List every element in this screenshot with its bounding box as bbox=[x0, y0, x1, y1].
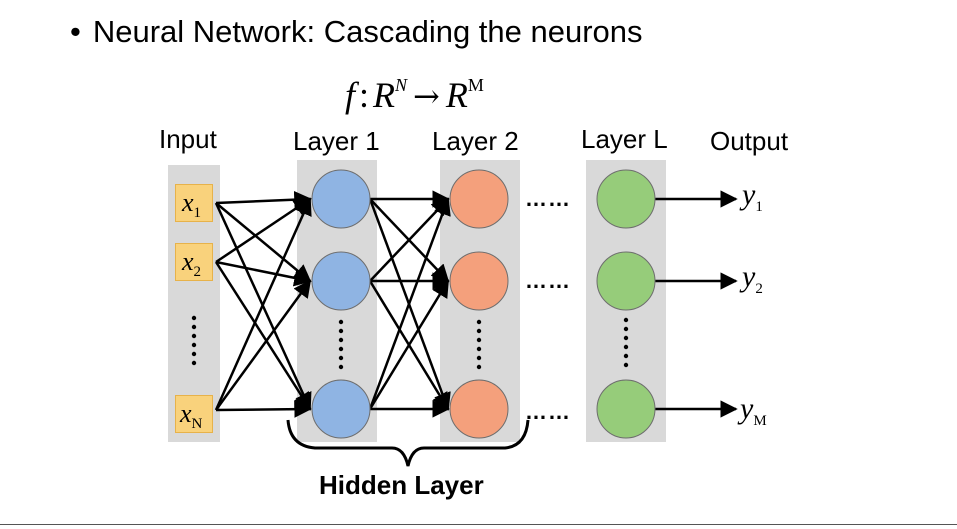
input-x1: x1 bbox=[182, 188, 202, 222]
layer2-neuron-1 bbox=[449, 169, 509, 229]
edge-input3-l1n3 bbox=[215, 400, 312, 418]
bullet-dot: • bbox=[70, 14, 81, 49]
edge-input2-l1n2 bbox=[215, 260, 312, 287]
layerL-neuron-1 bbox=[596, 169, 656, 229]
formula-sup-m: M bbox=[467, 75, 484, 95]
output-y1: y1 bbox=[742, 178, 763, 216]
output-column-label: Output bbox=[710, 126, 789, 156]
edge-input1-l1n1 bbox=[215, 190, 312, 209]
input-vertical-ellipsis bbox=[191, 315, 197, 366]
bottom-rule bbox=[0, 524, 957, 525]
formula-domain: R bbox=[373, 75, 396, 115]
ellipsis-row-1: …… bbox=[525, 186, 571, 211]
input-x2: x2 bbox=[182, 247, 202, 281]
layerL-neuron-3 bbox=[596, 379, 656, 439]
layer2-column-label: Layer 2 bbox=[432, 126, 519, 156]
formula-arrow: → bbox=[413, 77, 440, 115]
formula-f: f bbox=[345, 75, 356, 115]
edge-input2-l1n3 bbox=[214, 261, 312, 411]
layer1-neuron-3 bbox=[311, 379, 371, 439]
edge-input1-l1n2 bbox=[215, 202, 312, 283]
hidden-layer-brace bbox=[286, 419, 530, 467]
mapping-formula: f:RN→RM bbox=[345, 62, 484, 119]
input-box-1 bbox=[175, 184, 213, 222]
ellipsis-row-3: …… bbox=[525, 399, 571, 424]
slide-title: • Neural Network: Cascading the neurons bbox=[70, 12, 643, 52]
input-box-n bbox=[175, 395, 213, 433]
input-column-label: Input bbox=[159, 124, 217, 154]
connection-edges bbox=[214, 190, 738, 418]
input-box-2 bbox=[175, 243, 213, 281]
vertical-ellipses bbox=[191, 315, 629, 370]
edge-input3-l1n1 bbox=[214, 197, 312, 411]
neurons bbox=[311, 169, 656, 439]
input-xn: xN bbox=[180, 399, 203, 433]
edge-l1n3-l2n1 bbox=[368, 197, 451, 410]
edge-input2-l1n1 bbox=[215, 197, 312, 264]
edge-input3-l1n2 bbox=[214, 279, 312, 411]
layer2-neuron-3 bbox=[449, 379, 509, 439]
layer2-neuron-2 bbox=[449, 251, 509, 311]
layer1-vertical-ellipsis bbox=[338, 319, 344, 370]
title-text: Neural Network: Cascading the neurons bbox=[92, 14, 643, 49]
hidden-layer-label: Hidden Layer bbox=[319, 470, 484, 500]
layer1-column-label: Layer 1 bbox=[293, 126, 380, 156]
layer1-neuron-1 bbox=[311, 169, 371, 229]
layer2-vertical-ellipsis bbox=[476, 319, 482, 370]
formula-sup-n: N bbox=[395, 75, 408, 95]
output-ym: yM bbox=[740, 392, 767, 430]
formula-codomain: R bbox=[445, 75, 468, 115]
layerL-column-label: Layer L bbox=[581, 124, 668, 154]
output-y2: y2 bbox=[742, 260, 763, 298]
edge-l1n3-l2n2 bbox=[368, 279, 450, 410]
layerL-vertical-ellipsis bbox=[623, 317, 629, 368]
ellipsis-row-2: …… bbox=[525, 268, 571, 293]
layerL-neuron-2 bbox=[596, 251, 656, 311]
layer1-neuron-2 bbox=[311, 251, 371, 311]
formula-colon: : bbox=[359, 75, 370, 115]
